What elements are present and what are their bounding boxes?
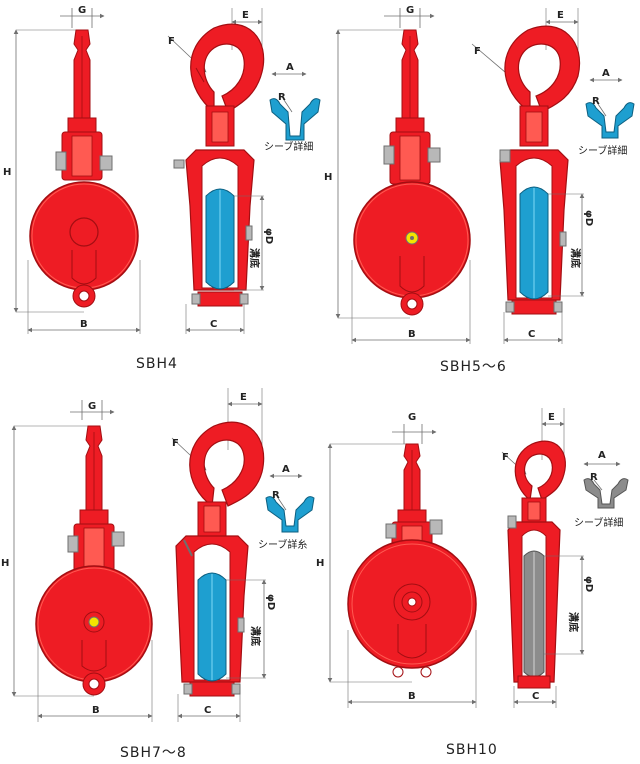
sbh4-dim-b: B xyxy=(80,319,88,330)
sbh56-sheave-detail-label: シーブ詳細 xyxy=(578,144,627,157)
sbh78-dim-d: φD xyxy=(265,594,276,610)
sbh56-dim-b: B xyxy=(408,329,416,340)
sbh56-dim-e: E xyxy=(557,10,564,21)
caption-sbh10: SBH10 xyxy=(446,742,498,758)
sbh10-dim-h: H xyxy=(316,558,324,569)
sbh10-dim-g: G xyxy=(408,412,416,423)
sbh4-dim-g: G xyxy=(78,5,86,16)
sbh78-side-view: E F φD 溝底 C xyxy=(171,388,276,722)
sbh4-side-view: E F φD 溝底 xyxy=(167,8,274,334)
sbh10-side-view: E F φD 溝底 C xyxy=(501,408,594,708)
sbh10-dim-a: A xyxy=(598,450,606,461)
sbh56-groove-label: 溝底 xyxy=(569,248,582,268)
sbh4-dim-c: C xyxy=(210,319,217,330)
sbh10-dim-e: E xyxy=(548,412,555,423)
sbh78-front-view: G H B xyxy=(1,400,153,722)
sbh56-sheave-detail: A R シーブ詳細 xyxy=(578,68,635,157)
sbh4-groove-label: 溝底 xyxy=(248,248,261,268)
sbh10-sheave-detail: A R シーブ詳細 xyxy=(574,450,629,529)
sbh78-dim-b: B xyxy=(92,705,100,716)
sbh78-dim-c: C xyxy=(204,705,211,716)
sbh78-sheave-detail-label: シーブ詳糸 xyxy=(258,538,307,551)
caption-sbh7-8: SBH7～8 xyxy=(120,745,187,761)
sbh4-dim-f: F xyxy=(168,36,175,47)
sbh10-dim-c: C xyxy=(532,691,539,702)
sbh10-dim-r: R xyxy=(590,472,598,483)
sbh4-sheave-detail-label: シーブ詳細 xyxy=(264,140,313,153)
sbh10-sheave-detail-label: シーブ詳細 xyxy=(574,516,623,529)
sbh4-dim-h: H xyxy=(3,167,11,178)
sbh78-dim-r: R xyxy=(272,490,280,501)
sbh4-dim-a: A xyxy=(286,62,294,73)
sbh56-dim-g: G xyxy=(406,5,414,16)
sbh56-dim-a: A xyxy=(602,68,610,79)
sbh4-dim-e: E xyxy=(242,10,249,21)
sbh78-dim-h: H xyxy=(1,558,9,569)
sbh56-dim-f: F xyxy=(474,46,481,57)
sbh4-sheave-detail: A R シーブ詳細 xyxy=(264,62,321,153)
sbh56-front-view: G H B xyxy=(324,5,471,344)
sbh4-front-view: G H B xyxy=(3,5,141,334)
sbh78-sheave-detail: A R シーブ詳糸 xyxy=(258,464,315,551)
sbh56-dim-h: H xyxy=(324,172,332,183)
sbh10-front-view: G H B xyxy=(316,412,477,708)
sbh78-dim-e: E xyxy=(240,392,247,403)
sbh10-dim-b: B xyxy=(408,691,416,702)
sbh56-side-view: E F φD 溝底 C xyxy=(471,8,594,344)
sbh78-dim-a: A xyxy=(282,464,290,475)
sbh56-dim-c: C xyxy=(528,329,535,340)
sbh56-dim-r: R xyxy=(592,96,600,107)
sbh4-dim-d: φD xyxy=(263,228,274,244)
sbh78-dim-g: G xyxy=(88,401,96,412)
caption-sbh5-6: SBH5～6 xyxy=(440,359,507,375)
sbh78-dim-f: F xyxy=(172,438,179,449)
sbh10-dim-f: F xyxy=(502,452,509,463)
sbh10-groove-label: 溝底 xyxy=(567,612,580,632)
sbh10-dim-d: φD xyxy=(583,576,594,592)
sbh56-dim-d: φD xyxy=(583,210,594,226)
caption-sbh4: SBH4 xyxy=(136,356,178,372)
sbh78-groove-label: 溝底 xyxy=(249,626,262,646)
sbh4-dim-r: R xyxy=(278,92,286,103)
